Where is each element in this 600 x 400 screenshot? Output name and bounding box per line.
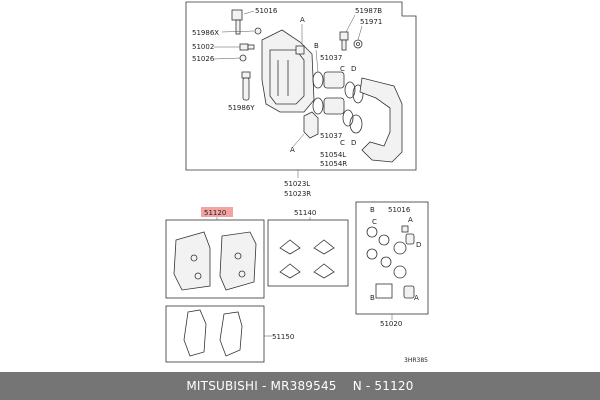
label-51140: 51140 (294, 209, 316, 217)
footer-separator: - (257, 379, 271, 393)
pin-51986y (241, 71, 251, 101)
kit-seal-d-top (393, 241, 407, 255)
bolt-51986x (254, 27, 262, 35)
pad-kit-frame (165, 219, 265, 299)
brake-pad-right (219, 231, 257, 291)
kit-seal-c-bot (380, 256, 392, 268)
clip-lower-left (279, 263, 301, 279)
label-51016-top: 51016 (255, 7, 278, 15)
leader-B-upper (315, 49, 319, 73)
label-A-kit-top: A (408, 216, 413, 224)
label-D-lower: D (351, 139, 356, 147)
clip-upper-left (279, 239, 301, 255)
label-A-lower: A (290, 146, 295, 154)
bleeder-51002 (239, 43, 255, 51)
label-51016-kit: 51016 (388, 206, 411, 214)
seal-b-lower (312, 97, 324, 115)
footer-position: N - 51120 (352, 379, 414, 393)
clip-kit-frame (267, 219, 349, 287)
label-51986x: 51986X (192, 29, 219, 37)
label-B-kit: B (370, 206, 375, 214)
label-51037-bot: 51037 (320, 132, 342, 140)
clip-upper-right (313, 239, 335, 255)
label-C-kit-top: C (372, 218, 377, 226)
label-C-lower: C (340, 139, 345, 147)
label-51150: 51150 (272, 333, 294, 341)
leader-51986x (221, 30, 255, 33)
label-51120: 51120 (204, 209, 226, 217)
shim-right (219, 311, 243, 357)
label-A-top: A (300, 16, 305, 24)
kit-boot-a-bot (403, 285, 415, 299)
label-B-upper: B (314, 42, 319, 50)
footer-gap (337, 379, 353, 393)
highlight-51120 (201, 207, 233, 217)
kit-seal-b-bot (366, 248, 378, 260)
label-51026: 51026 (192, 55, 215, 63)
label-51037-top: 51037 (320, 54, 342, 62)
piston-51037-lower (323, 97, 345, 115)
label-B-kit-bot: B (370, 294, 375, 302)
seal-b-upper (312, 71, 324, 89)
label-D-kit-top: D (416, 241, 421, 249)
footer-brand: MITSUBISHI (186, 379, 258, 393)
leader-51026 (213, 57, 241, 60)
washer-51971 (353, 39, 363, 49)
piston-51037-upper (323, 71, 345, 89)
label-51020: 51020 (380, 320, 402, 328)
label-51986y: 51986Y (228, 104, 255, 112)
kit-bolt-51016 (401, 225, 409, 233)
seal-c-lower (342, 109, 354, 127)
label-51023l: 51023L (284, 180, 310, 188)
seal-c-upper (344, 81, 356, 99)
seal-d-lower (349, 114, 363, 134)
clip-lower-right (313, 263, 335, 279)
shim-left (183, 309, 207, 357)
support-bracket-51054 (359, 77, 403, 163)
kit-pad-shim (375, 283, 393, 299)
label-51971: 51971 (360, 18, 382, 26)
label-51054r: 51054R (320, 160, 347, 168)
label-C-upper: C (340, 65, 345, 73)
diagram-reference-code: 3HR385 (404, 357, 428, 364)
footer-part-number: MR389545 (270, 379, 337, 393)
leader-51016 (243, 10, 255, 15)
seal-d-upper (352, 84, 364, 104)
brake-caliper-exploded-diagram: 51016 51986X 51002 51026 51986Y A B 510 (165, 1, 429, 364)
label-A-kit-bot: A (414, 294, 419, 302)
leader-51971 (357, 25, 363, 41)
kit-boot-a-top (405, 233, 415, 245)
cap-51026 (239, 54, 247, 62)
kit-seal-d-bot (393, 265, 407, 279)
boot-a-lower (303, 111, 319, 139)
label-51054l: 51054L (320, 151, 346, 159)
brake-pad-left (173, 231, 211, 291)
kit-seal-b-top (366, 226, 378, 238)
bolt-51987b (339, 31, 349, 51)
footer-caption: MITSUBISHI - MR389545 N - 51120 (0, 372, 600, 400)
leader-51987b (345, 14, 356, 33)
label-D-upper: D (351, 65, 356, 73)
caliper-assembly-frame (185, 1, 417, 171)
leader-A-lower (291, 133, 305, 149)
shim-kit-frame (165, 305, 265, 363)
kit-seal-c-top (378, 234, 390, 246)
label-51987b: 51987B (355, 7, 382, 15)
caliper-body (261, 29, 315, 113)
bolt-51016 (231, 9, 243, 35)
label-51023r: 51023R (284, 190, 311, 198)
label-51002: 51002 (192, 43, 214, 51)
